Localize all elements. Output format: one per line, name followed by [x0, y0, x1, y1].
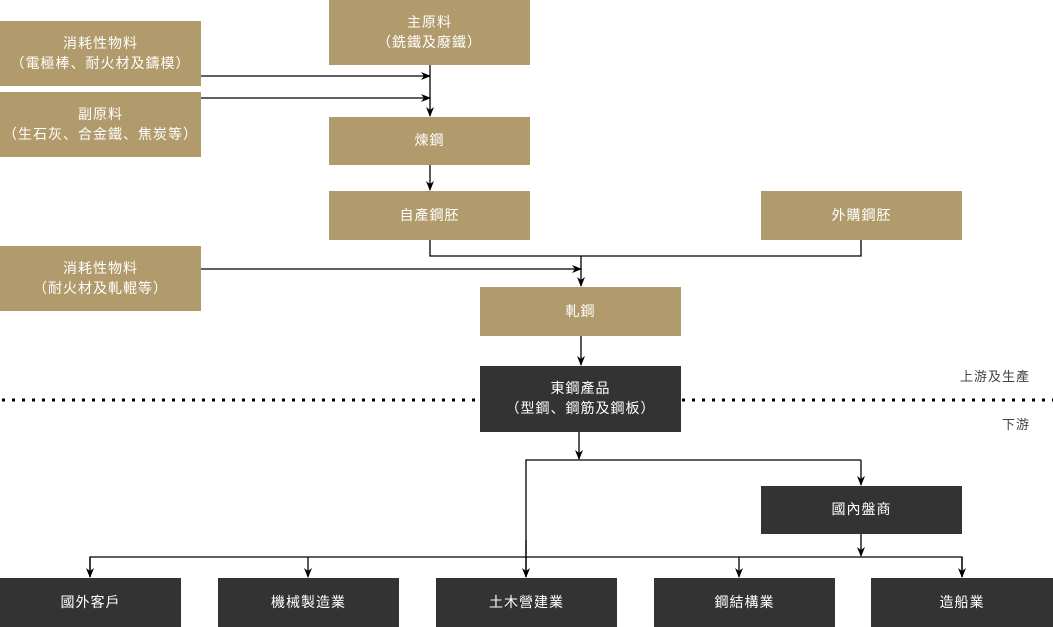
node-own-billet: 自產鋼胚	[329, 191, 530, 240]
node-title: 機械製造業	[271, 594, 346, 611]
node-title: 東鋼產品	[550, 381, 611, 397]
node-customer-shipbuilding: 造船業	[871, 578, 1053, 627]
node-subtitle: （電極棒、耐火材及鑄模）	[10, 55, 191, 72]
node-purchased-billet: 外購鋼胚	[761, 191, 962, 240]
node-rolling: 軋鋼	[480, 287, 681, 336]
node-products: 東鋼產品 （型鋼、鋼筋及鋼板）	[480, 366, 681, 432]
node-consumables-2: 消耗性物料 （耐火材及軋輥等）	[0, 246, 201, 311]
node-subtitle: （生石灰、合金鐵、焦炭等）	[3, 126, 198, 143]
node-subtitle: （型鋼、鋼筋及鋼板）	[505, 401, 656, 417]
node-title: 消耗性物料	[63, 260, 138, 277]
node-subtitle: （銑鐵及廢鐵）	[377, 34, 482, 51]
line-branch-top	[525, 459, 861, 577]
node-main-materials: 主原料 （銑鐵及廢鐵）	[329, 0, 530, 65]
node-title: 自產鋼胚	[399, 207, 460, 224]
node-customer-machinery: 機械製造業	[218, 578, 399, 627]
node-customer-foreign: 國外客戶	[0, 578, 181, 627]
node-consumables-1: 消耗性物料 （電極棒、耐火材及鑄模）	[0, 21, 201, 86]
node-subtitle: （耐火材及軋輥等）	[33, 280, 168, 297]
node-title: 副原料	[78, 106, 123, 123]
node-title: 土木營建業	[489, 594, 564, 611]
node-title: 國外客戶	[60, 594, 121, 611]
node-title: 煉鋼	[414, 133, 445, 149]
node-steelmaking: 煉鋼	[329, 117, 530, 165]
node-customer-steel-structure: 鋼結構業	[654, 578, 835, 627]
line-own-billet	[429, 240, 862, 257]
node-title: 軋鋼	[565, 303, 596, 320]
node-title: 主原料	[407, 14, 452, 31]
node-title: 消耗性物料	[63, 35, 138, 52]
node-title: 造船業	[939, 594, 985, 611]
node-title: 國內盤商	[831, 502, 892, 518]
node-customer-civil-construction: 土木營建業	[436, 578, 617, 627]
node-secondary-materials: 副原料 （生石灰、合金鐵、焦炭等）	[0, 92, 201, 157]
zone-label-upstream: 上游及生產	[959, 370, 1030, 385]
node-domestic-dealer: 國內盤商	[761, 486, 962, 534]
node-title: 鋼結構業	[714, 594, 775, 611]
zone-label-downstream: 下游	[1001, 418, 1030, 433]
node-title: 外購鋼胚	[831, 207, 892, 224]
